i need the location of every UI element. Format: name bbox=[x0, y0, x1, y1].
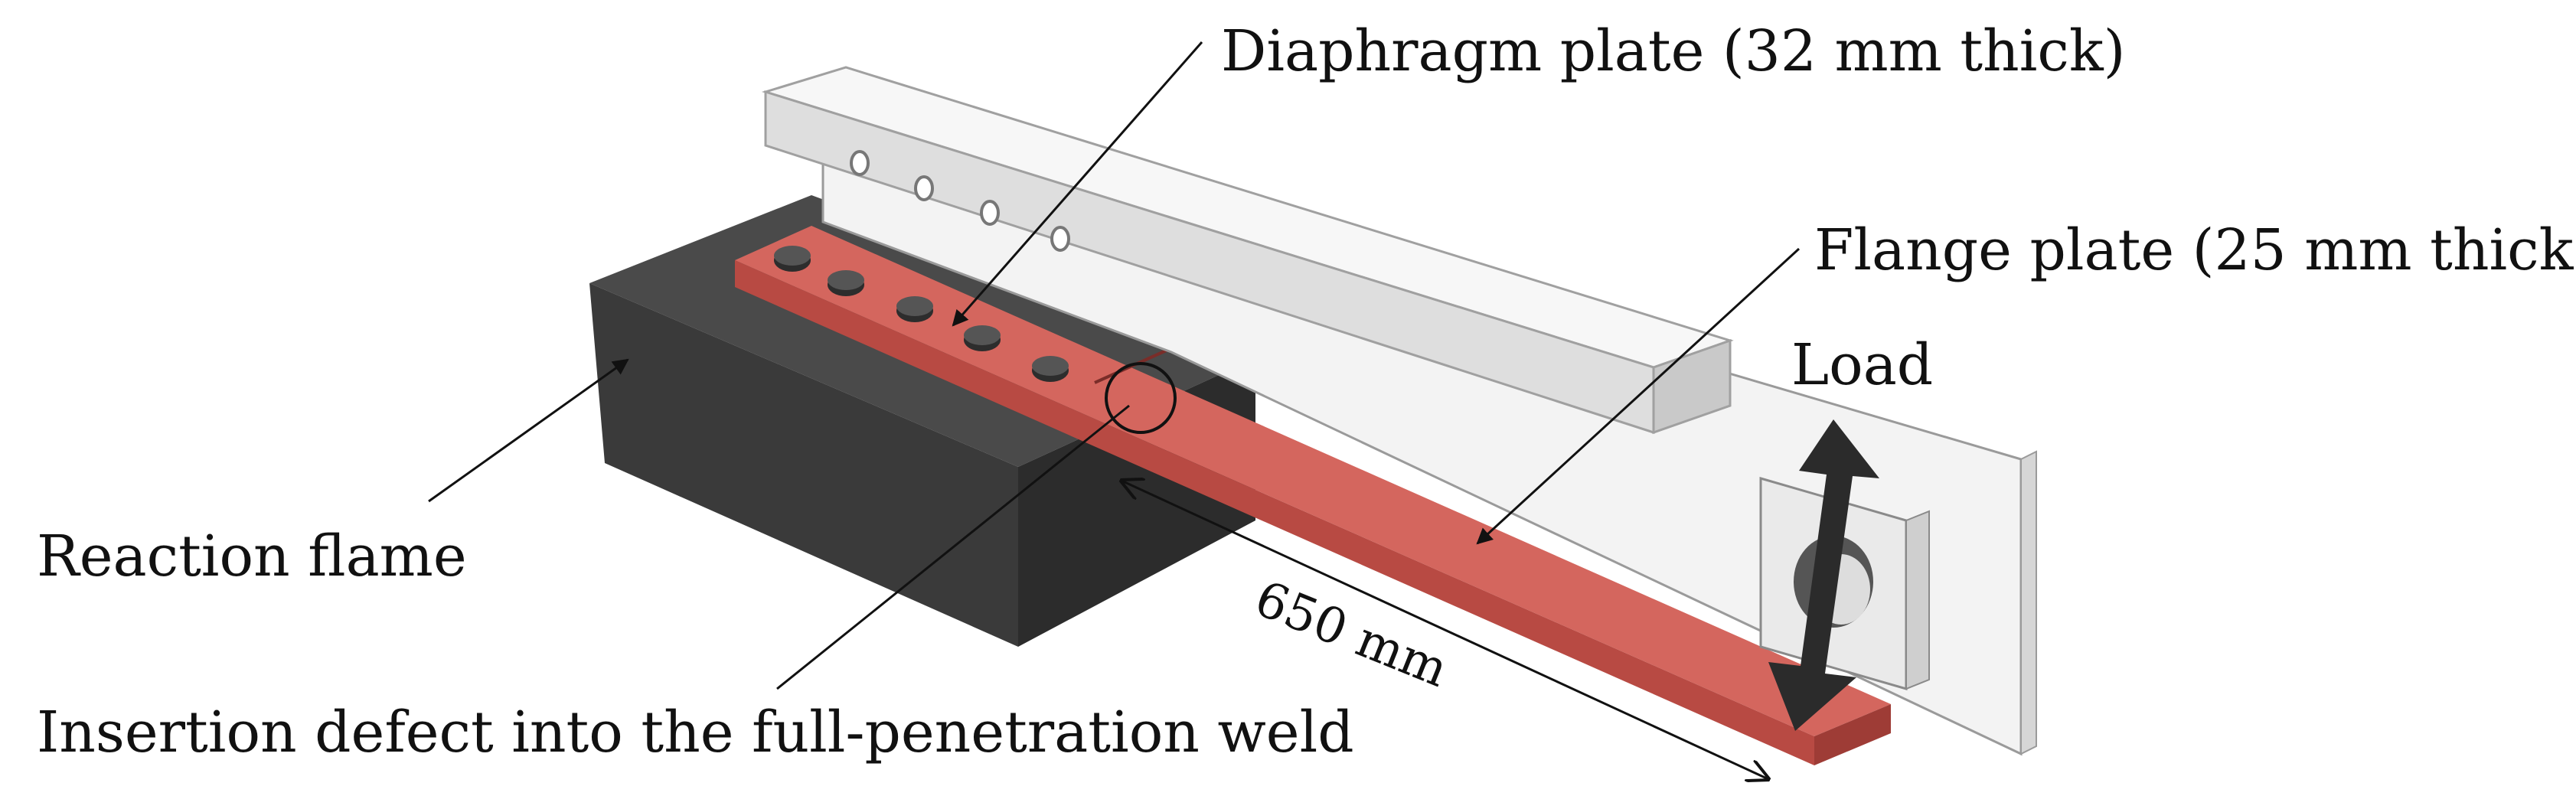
bolt bbox=[828, 270, 864, 296]
label-reaction-frame: Reaction flame bbox=[37, 528, 467, 585]
bolt-hole bbox=[981, 201, 998, 224]
bolt-hole bbox=[916, 177, 932, 200]
label-insertion-defect: Insertion defect into the full-penetrati… bbox=[37, 704, 1354, 761]
label-flange-plate: Flange plate (25 mm thick) bbox=[1814, 222, 2576, 279]
bolt-hole bbox=[851, 152, 868, 175]
leader-reaction bbox=[429, 360, 628, 501]
bolt-hole bbox=[1052, 227, 1069, 250]
loading-block-side bbox=[1906, 511, 1929, 689]
diaphragm-web-edge bbox=[2021, 452, 2036, 754]
bolt bbox=[896, 296, 933, 322]
bolt bbox=[1032, 356, 1069, 382]
bolt bbox=[774, 246, 811, 272]
label-diaphragm-plate: Diaphragm plate (32 mm thick) bbox=[1221, 23, 2126, 80]
bolt bbox=[964, 325, 1001, 351]
label-load: Load bbox=[1791, 337, 1933, 393]
